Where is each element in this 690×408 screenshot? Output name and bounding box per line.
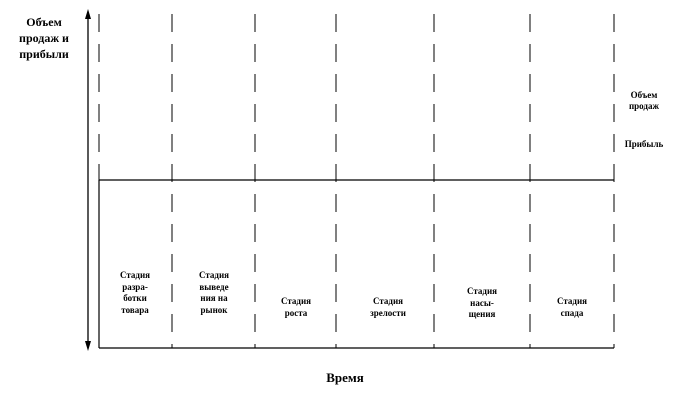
legend-sales-volume: Объем продаж: [628, 90, 659, 111]
stage-label-growth: Стадия роста: [280, 296, 312, 318]
stage-label-saturation: Стадия насы- щения: [466, 286, 498, 320]
legend-profit: Прибыль: [624, 139, 664, 149]
stage-label-maturity: Стадия зрелости: [370, 296, 406, 318]
y-axis-label: Объем продаж и прибыли: [19, 15, 69, 62]
stage-label-decline: Стадия спада: [556, 296, 588, 318]
y-axis-arrow-head-bottom: [85, 341, 91, 351]
x-axis-label: Время: [326, 370, 364, 385]
stage-label-introduction: Стадия выведе ния на рынок: [198, 270, 230, 316]
stage-label-development: Стадия разра- ботки товара: [119, 270, 151, 316]
y-axis-arrow-head-top: [85, 9, 91, 19]
